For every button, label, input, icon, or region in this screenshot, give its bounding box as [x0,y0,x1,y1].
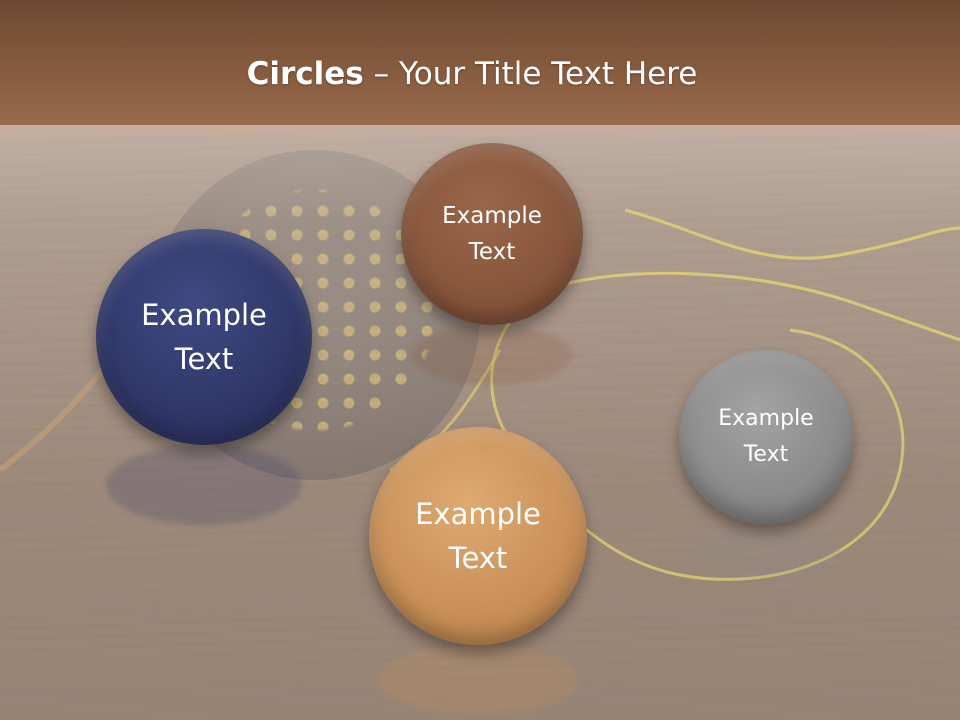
tan-circle-reflection [379,645,577,715]
slide-title: Circles – Your Title Text Here [0,52,944,96]
circle-brown[interactable]: Example Text [401,143,583,325]
circle-tan[interactable]: Example Text [369,427,587,645]
circle-navy[interactable]: Example Text [96,229,312,445]
title-band [0,0,960,135]
circle-gray[interactable]: Example Text [679,350,853,524]
circle-tan-label: Example Text [415,497,541,575]
circle-navy-label: Example Text [141,298,267,376]
circle-brown-label: Example Text [442,203,542,265]
circle-gray-label: Example Text [718,406,814,467]
gray-circle-reflection [689,524,843,579]
navy-circle-reflection [106,445,302,525]
brown-circle-reflection [411,325,573,385]
title-rest-part: – Your Title Text Here [363,56,698,92]
title-bold-part: Circles [246,56,364,92]
